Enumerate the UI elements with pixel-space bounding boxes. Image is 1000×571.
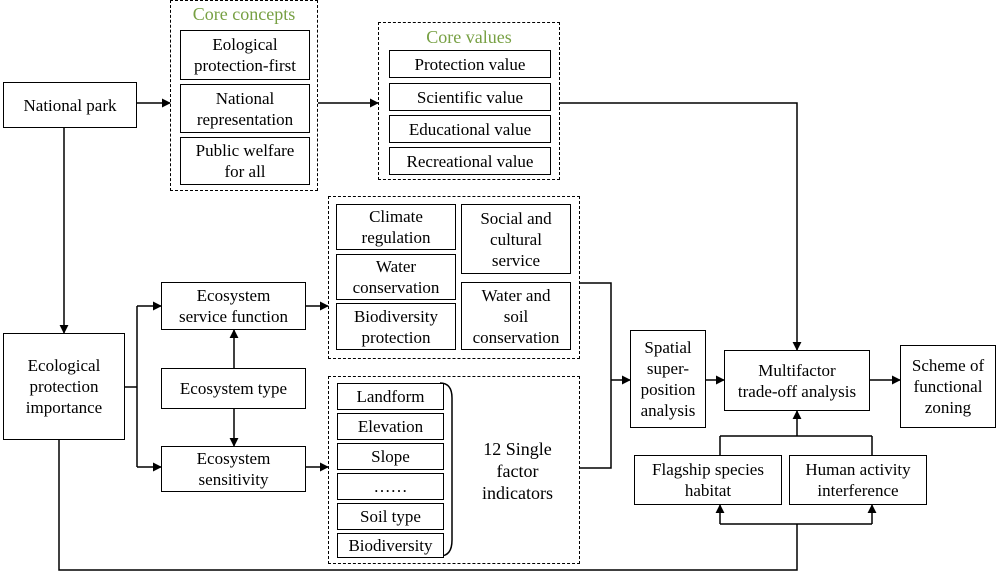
biodiversity-node: Biodiversity — [337, 533, 444, 558]
slope-node: Slope — [337, 443, 444, 470]
flagship-species-habitat-node: Flagship species habitat — [634, 455, 782, 505]
public-welfare-node: Public welfare for all — [180, 137, 310, 185]
national-park-label: National park — [23, 95, 117, 115]
educational-value-node: Educational value — [389, 115, 551, 143]
climate-regulation-node: Climate regulation — [336, 204, 456, 250]
indicator-bracket — [439, 382, 453, 557]
scheme-functional-zoning-node: Scheme of functional zoning — [900, 345, 996, 428]
elevation-node: Elevation — [337, 413, 444, 440]
ecosystem-sensitivity-node: Ecosystem sensitivity — [161, 446, 306, 492]
human-activity-interference-node: Human activity interference — [789, 455, 927, 505]
water-conservation-node: Water conservation — [336, 254, 456, 300]
single-factor-indicators-group — [328, 376, 580, 564]
core-concepts-title: Core concepts — [192, 4, 296, 24]
national-representation-node: National representation — [180, 84, 310, 133]
core-values-title: Core values — [426, 27, 512, 47]
ecosystem-services-group — [328, 196, 580, 359]
biodiversity-protection-node: Biodiversity protection — [336, 303, 456, 350]
single-factor-indicators-label: 12 Single factor indicators — [482, 439, 553, 503]
landform-node: Landform — [337, 383, 444, 410]
ecological-protection-importance-node: Ecological protection importance — [3, 333, 125, 440]
national-park-node: National park — [3, 82, 137, 128]
ecosystem-service-function-node: Ecosystem service function — [161, 282, 306, 330]
ecosystem-type-node: Ecosystem type — [161, 368, 306, 409]
core-concepts-group — [170, 0, 318, 191]
multifactor-tradeoff-analysis-node: Multifactor trade-off analysis — [724, 350, 870, 411]
protection-value-node: Protection value — [389, 50, 551, 78]
spatial-superposition-analysis-node: Spatial super- position analysis — [630, 330, 706, 428]
ecological-protection-first-node: Eological protection-first — [180, 30, 310, 80]
social-cultural-service-node: Social and cultural service — [461, 204, 571, 274]
soil-type-node: Soil type — [337, 503, 444, 530]
ellipsis-node: …… — [337, 473, 444, 500]
recreational-value-node: Recreational value — [389, 147, 551, 175]
core-values-group — [378, 22, 560, 180]
arrow-values-to-multifactor — [560, 102, 802, 351]
connector-importance-loop — [58, 440, 798, 571]
connector-services-merge — [580, 282, 612, 469]
water-soil-conservation-node: Water and soil conservation — [461, 282, 571, 350]
scientific-value-node: Scientific value — [389, 83, 551, 111]
